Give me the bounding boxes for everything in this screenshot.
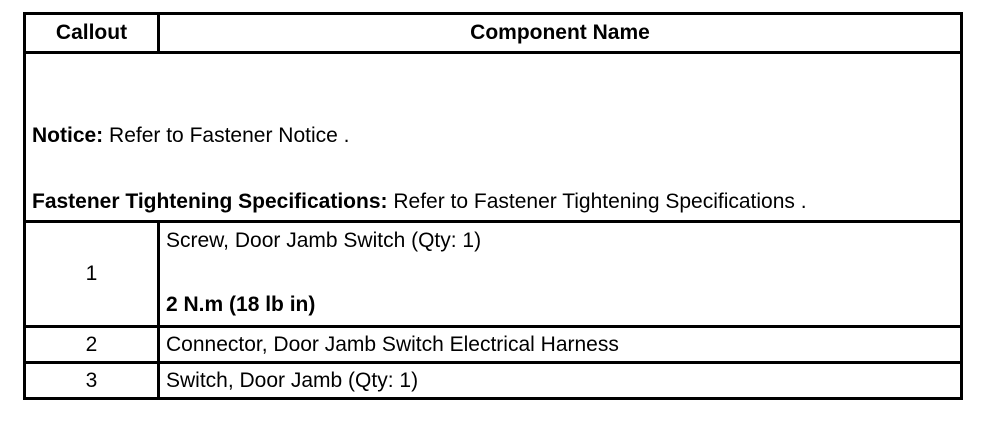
- table-row: 3 Switch, Door Jamb (Qty: 1): [23, 361, 963, 400]
- table-row: 2 Connector, Door Jamb Switch Electrical…: [23, 325, 963, 364]
- torque-spec: 2 N.m (18 lb in): [166, 293, 316, 316]
- component-table: Callout Component Name Notice: Refer to …: [23, 12, 963, 400]
- fastener-spec-text: Refer to Fastener Tightening Specificati…: [393, 190, 807, 213]
- notice-label: Notice:: [32, 124, 104, 147]
- notice-line: Notice: Refer to Fastener Notice .: [32, 122, 954, 150]
- component-name-header: Component Name: [157, 12, 963, 54]
- callout-number: 2: [23, 325, 160, 364]
- callout-header: Callout: [23, 12, 160, 54]
- component-name: Screw, Door Jamb Switch (Qty: 1): [166, 229, 482, 252]
- callout-number: 3: [23, 361, 160, 400]
- component-name: Switch, Door Jamb (Qty: 1): [157, 361, 963, 400]
- notice-text: Refer to Fastener Notice .: [109, 124, 350, 147]
- callout-number: 1: [23, 220, 160, 328]
- fastener-spec-line: Fastener Tightening Specifications: Refe…: [32, 188, 954, 216]
- header-row: Callout Component Name: [23, 12, 963, 54]
- component-name: Connector, Door Jamb Switch Electrical H…: [157, 325, 963, 364]
- notice-row: Notice: Refer to Fastener Notice . Faste…: [23, 51, 963, 223]
- fastener-spec-label: Fastener Tightening Specifications:: [32, 190, 388, 213]
- notice-cell: Notice: Refer to Fastener Notice . Faste…: [23, 51, 963, 223]
- component-cell: Screw, Door Jamb Switch (Qty: 1) 2 N.m (…: [157, 220, 963, 328]
- table-row: 1 Screw, Door Jamb Switch (Qty: 1) 2 N.m…: [23, 220, 963, 328]
